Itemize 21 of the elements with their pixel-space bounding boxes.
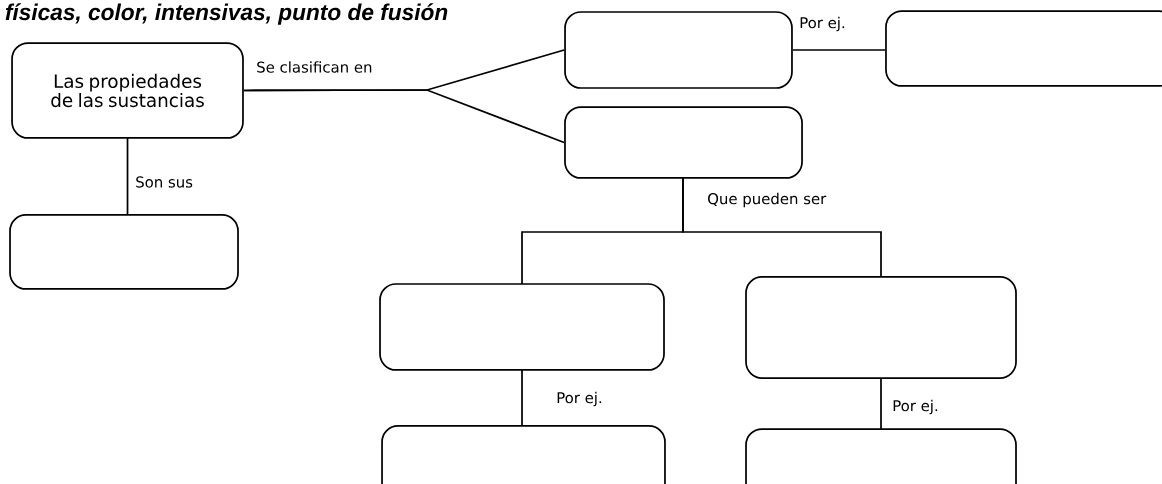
empty-box	[381, 425, 666, 484]
empty-box	[885, 10, 1162, 87]
empty-box	[564, 106, 803, 179]
empty-box	[564, 11, 793, 89]
connector-line	[126, 137, 129, 216]
edge-label: Por ej.	[890, 398, 941, 416]
concept-box: Las propiedades de las sustancias	[11, 42, 244, 139]
empty-box	[9, 214, 239, 290]
empty-box	[745, 428, 1017, 484]
connector-line	[682, 177, 882, 278]
edge-label: Por ej.	[554, 390, 605, 408]
edge-label: Se clasifican en	[254, 59, 374, 75]
empty-box	[379, 283, 665, 371]
edge-label: Por ej.	[797, 15, 848, 33]
connector-line	[521, 369, 523, 427]
edge-label: Que pueden ser	[705, 191, 828, 209]
connector-line	[791, 49, 886, 51]
edge-label: Son sus	[133, 175, 195, 189]
empty-box	[745, 276, 1017, 379]
connector-line	[243, 89, 565, 144]
connector-line	[880, 377, 882, 430]
